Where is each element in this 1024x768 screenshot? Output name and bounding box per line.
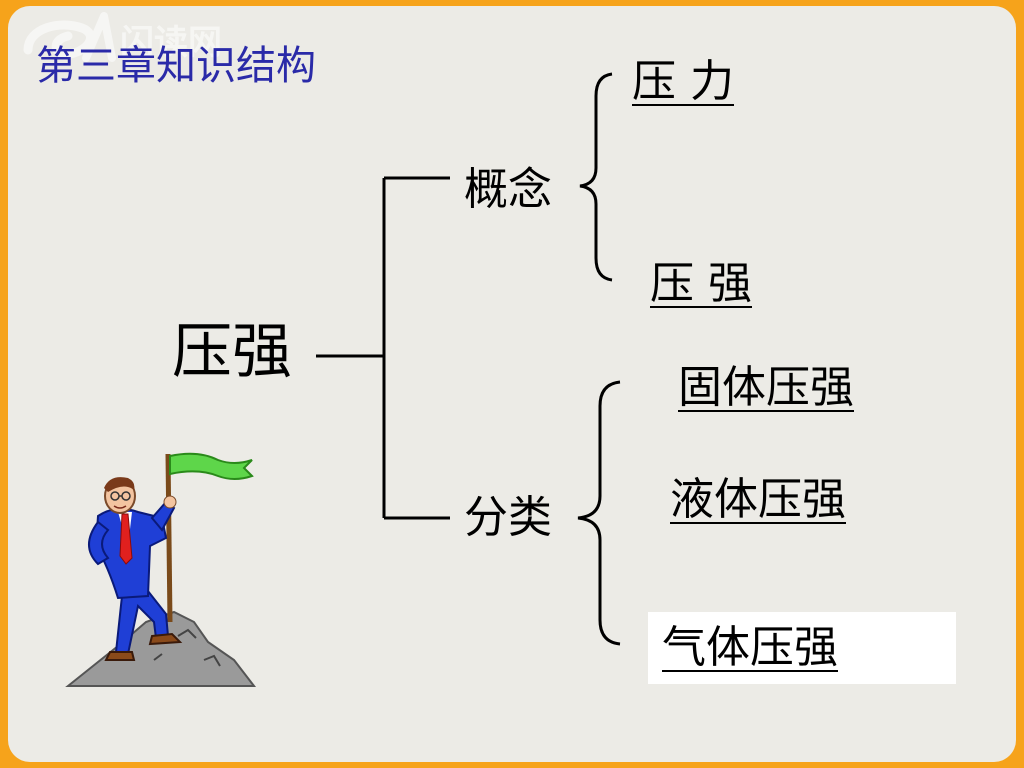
- branch-node-concept: 概念: [464, 164, 552, 215]
- leaf-node-solid-pressure[interactable]: 固体压强: [678, 362, 854, 413]
- flag-pole: [165, 453, 173, 623]
- leaf-node-pressure-force[interactable]: 压 力: [632, 56, 734, 107]
- leaf-node-gas-pressure[interactable]: 气体压强: [662, 622, 838, 673]
- brace-concept: [579, 72, 613, 282]
- leaf-node-pressure[interactable]: 压 强: [650, 258, 752, 309]
- climber-tie: [119, 513, 133, 565]
- slide: 闪读网 第三章知识结构 压强 概念 分类 压 力 压 强 固体压强 液体压强 气…: [8, 6, 1016, 762]
- leaf-node-liquid-pressure[interactable]: 液体压强: [670, 474, 846, 525]
- flag-shape: [169, 452, 254, 480]
- brace-classify: [577, 380, 621, 646]
- gas-pressure-highlight-box: [648, 612, 956, 684]
- root-node: 压强: [172, 317, 292, 387]
- diagram-connectors: [316, 72, 621, 646]
- watermark-text: 闪读网: [120, 23, 222, 63]
- slide-title: 第三章知识结构: [36, 43, 316, 89]
- climber-with-flag-icon: [65, 452, 257, 687]
- branch-node-classify: 分类: [464, 492, 552, 543]
- watermark-logo-icon: 闪读网: [23, 12, 222, 63]
